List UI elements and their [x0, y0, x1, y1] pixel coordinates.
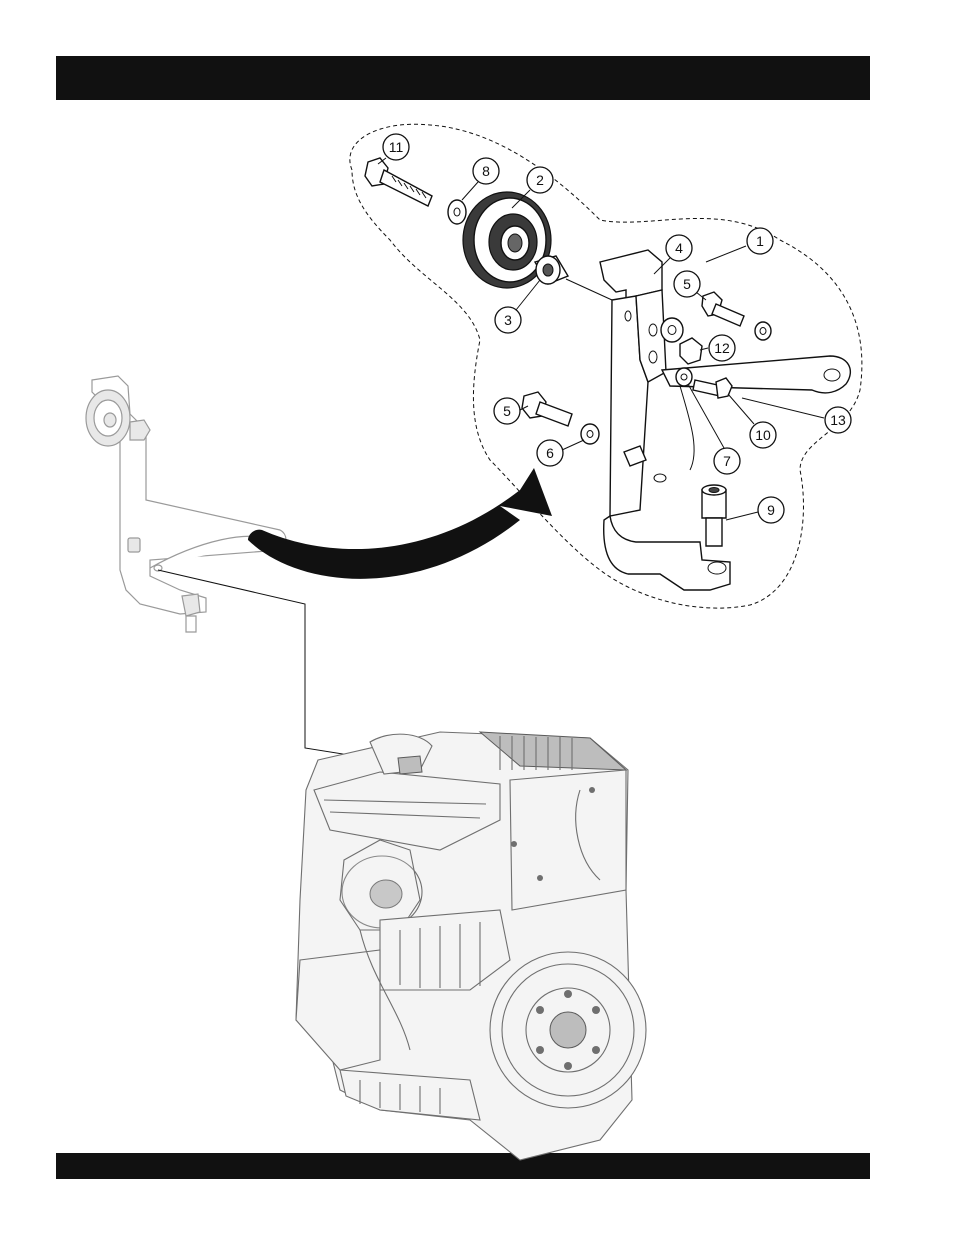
callout-5a-label: 5	[683, 276, 691, 292]
callout-11: 11	[378, 134, 409, 164]
callout-1: 1	[706, 228, 773, 262]
callout-5b-label: 5	[503, 403, 511, 419]
callout-5a: 5	[674, 271, 706, 300]
callout-4-label: 4	[675, 240, 683, 256]
washer-8-hole	[454, 208, 460, 216]
explode-arrow	[248, 468, 552, 579]
callout-9-label: 9	[767, 502, 775, 518]
callout-10: 10	[728, 394, 776, 448]
callout-8-label: 8	[482, 163, 490, 179]
callout-3-label: 3	[504, 312, 512, 328]
callout-12: 12	[700, 335, 735, 361]
bolt-11	[365, 158, 432, 206]
callout-6: 6	[537, 440, 584, 466]
nut-12	[680, 338, 702, 364]
callout-1-label: 1	[756, 233, 764, 249]
washer-7-hole	[681, 374, 687, 380]
washer-upper-hole	[760, 328, 766, 335]
spacer-3	[535, 256, 568, 284]
callout-11-label: 11	[389, 139, 404, 155]
socket-screw-9	[702, 485, 726, 546]
callout-7: 7	[688, 384, 740, 474]
callout-6-label: 6	[546, 445, 554, 461]
callout-12-label: 12	[714, 340, 730, 356]
engine-illustration	[296, 732, 646, 1160]
callout-4: 4	[654, 235, 692, 274]
callout-7-label: 7	[723, 453, 731, 469]
callout-10-label: 10	[755, 427, 771, 443]
callout-13-label: 13	[830, 412, 846, 428]
bolt-5-upper	[702, 292, 744, 326]
bolt-5-lower	[522, 392, 572, 426]
callout-2-label: 2	[536, 172, 544, 188]
callout-9: 9	[726, 497, 784, 523]
assembled-bracket-ghost	[86, 376, 286, 632]
washer-6-hole	[587, 431, 593, 438]
washer-12-hole	[668, 326, 676, 335]
axis-line	[566, 279, 612, 300]
